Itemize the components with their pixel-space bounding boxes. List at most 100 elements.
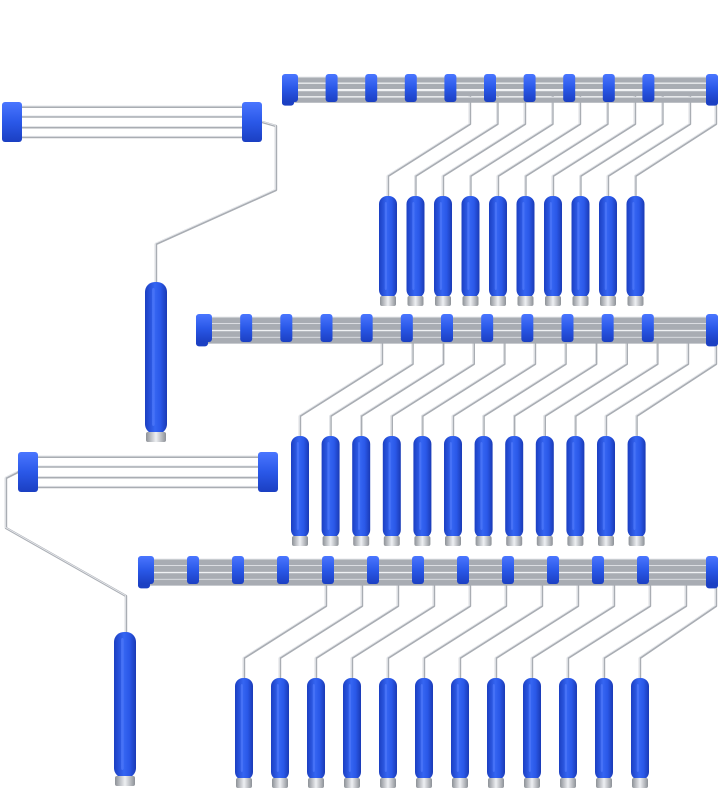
roller-handle [415,678,433,788]
roller-handle [599,196,617,306]
end-cap [18,452,38,492]
roller-handle [291,436,309,546]
frame-wire [298,334,384,442]
end-cap [322,556,334,584]
frame-wire [634,94,718,202]
ferrule [322,536,339,546]
ferrule [536,536,553,546]
end-cap [200,314,212,342]
frame-wire [579,94,664,202]
end-cap [242,102,262,142]
ferrule [517,296,534,306]
frame-wire [421,334,506,442]
ferrule [236,778,252,788]
ferrule [462,296,479,306]
ferrule [506,536,523,546]
frame-wire [566,576,652,684]
frame-wire [543,334,628,442]
end-cap [521,314,534,342]
roller-cage-single-1 [2,102,262,142]
ferrule [596,778,612,788]
end-cap [412,556,424,584]
ferrule [627,296,644,306]
frame-wire [278,576,364,684]
roller-handle [379,196,397,306]
frame-wire [451,334,537,442]
end-cap [320,314,333,342]
roller-handle [145,282,167,442]
ferrule [414,536,431,546]
roller-handle [559,678,577,788]
ferrule [435,296,451,306]
roller-handle [271,678,289,788]
roller-handle [406,196,425,306]
frame-wire [469,94,554,202]
frame-wire [551,94,637,202]
frame-wire [530,576,616,684]
ferrule [598,536,614,546]
ferrule [524,778,540,788]
end-cap [523,74,536,102]
cage-layer [2,74,718,589]
frame-wire [360,334,445,442]
wire-layer [4,94,718,684]
roller-handle [505,436,524,546]
frame-wire [441,94,527,202]
roller-handle [566,436,585,546]
roller-handle [627,436,646,546]
roller-bundle-row-2 [196,314,718,347]
frame-wire [482,334,567,442]
ferrule [146,432,166,442]
roller-handle [571,196,590,306]
roller-handle [413,436,432,546]
end-cap [444,74,457,102]
roller-handle [474,436,493,546]
frame-wire [606,94,692,202]
ferrule [353,536,370,546]
roller-handle [631,678,649,788]
roller-handle [544,196,562,306]
handle-layer [114,196,649,788]
end-cap [602,74,615,102]
end-cap [404,74,417,102]
frame-wire [314,576,400,684]
ferrule [545,296,561,306]
roller-handle [114,632,136,786]
ferrule [344,778,360,788]
frame-wire [496,94,582,202]
roller-cage-single-2 [18,452,278,492]
ferrule [115,776,135,786]
frame-wire [635,334,718,442]
ferrule [272,778,288,788]
end-cap [142,556,154,584]
end-cap [400,314,413,342]
frame-wire [154,120,278,292]
roller-handle [451,678,469,788]
end-cap [561,314,574,342]
ferrule [572,296,589,306]
end-cap [601,314,614,342]
roller-handle [434,196,452,306]
roller-handle [595,678,613,788]
end-cap [240,314,253,342]
roller-handle [487,678,505,788]
ferrule [416,778,432,788]
end-cap [706,314,718,342]
frame-wire [4,470,128,642]
end-cap [547,556,559,584]
bundle-cage [282,74,718,102]
roller-handle [352,436,371,546]
end-cap [457,556,469,584]
roller-handle [626,196,645,306]
frame-wire [350,576,436,684]
ferrule [445,536,461,546]
end-cap [367,556,379,584]
frame-wire [638,576,718,684]
roller-handle [489,196,507,306]
ferrule [452,778,468,788]
roller-handle [379,678,397,788]
frame-wire [574,334,659,442]
frame-wire [242,576,328,684]
end-cap [2,102,22,142]
